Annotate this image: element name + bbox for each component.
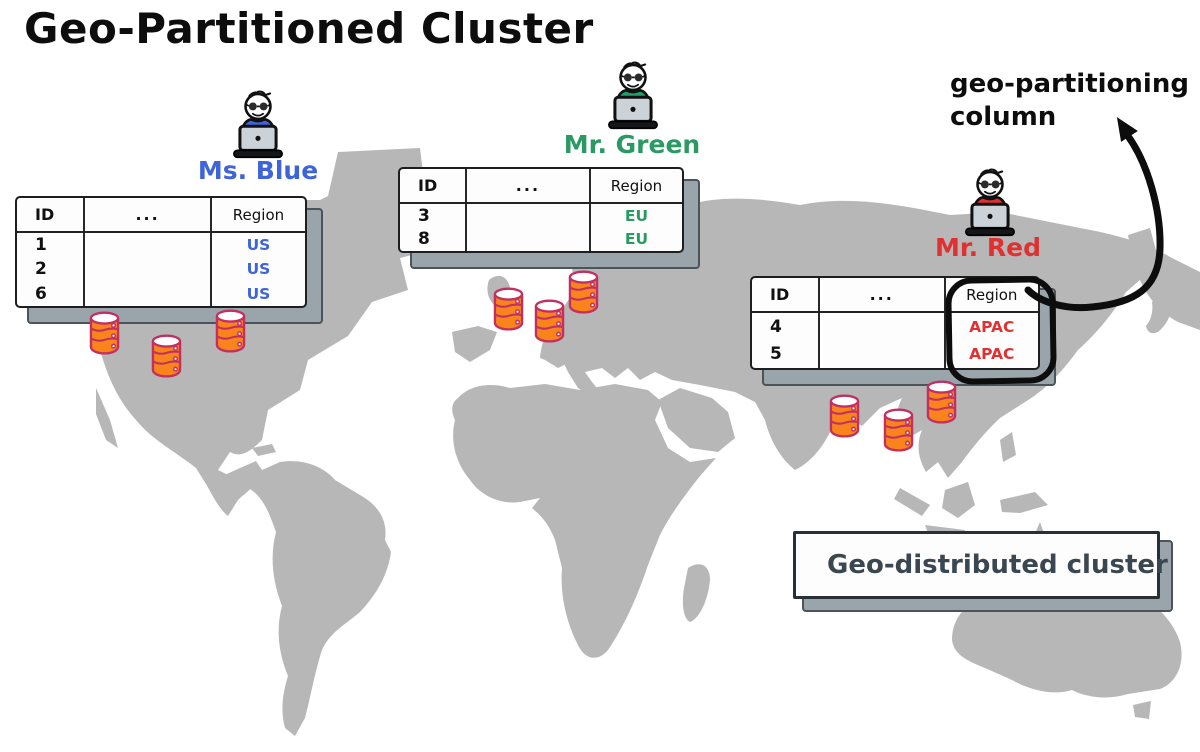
col-header-region: Region [588,169,682,202]
database-icon [880,407,917,454]
col-header-id: ID [418,176,438,195]
cell-mid [817,313,944,341]
cell-region: US [209,281,305,306]
table-us: ID ... Region 1 US 2 US 6 US [15,196,323,324]
table-apac-header: ID ... Region [752,278,1038,313]
cell-region: US [209,233,305,258]
cell-region: EU [588,227,682,251]
table-apac: ID ... Region 4 APAC 5 APAC [750,276,1056,386]
table-row: 5 APAC [752,340,1038,368]
cell-id: 3 [418,205,430,226]
col-header-ellipsis: ... [464,169,589,202]
cell-mid [83,257,210,282]
cell-region: APAC [943,313,1038,341]
col-header-id: ID [770,285,790,304]
database-icon [531,298,568,345]
region-highlight-circle [945,276,1057,385]
table-row: 2 US [17,257,305,282]
table-row: 6 US [17,281,305,306]
person-mr-green [602,61,664,130]
person-mr-red [959,168,1021,237]
cell-mid [817,340,944,368]
table-eu: ID ... Region 3 EU 8 EU [398,167,700,269]
label-ms-blue: Ms. Blue [197,156,319,185]
table-eu-header: ID ... Region [400,169,682,204]
cell-id: 1 [35,235,47,256]
person-ms-blue [227,90,289,159]
col-header-ellipsis: ... [817,278,944,311]
cell-id: 8 [418,229,430,250]
cell-id: 5 [770,344,782,365]
note-line-1: geo-partitioning [950,69,1189,99]
database-icon [212,308,249,355]
cell-id: 2 [35,259,47,280]
note-line-2: column [950,101,1057,132]
cell-id: 4 [770,316,782,337]
legend-label: Geo-distributed cluster [827,550,1168,580]
table-us-header: ID ... Region [17,198,305,233]
page-title: Geo-Partitioned Cluster [24,4,594,53]
database-icon [826,393,863,440]
database-icon [86,310,123,357]
cell-mid [83,233,210,258]
database-icon [923,379,960,426]
legend: Geo-distributed cluster [793,531,1173,612]
database-icon [565,269,602,316]
cell-region: EU [588,204,682,228]
col-header-region: Region [209,198,305,231]
col-header-ellipsis: ... [83,198,210,231]
label-mr-green: Mr. Green [563,130,701,159]
label-mr-red: Mr. Red [935,233,1041,262]
cell-region: APAC [943,340,1038,368]
table-row: 8 EU [400,227,682,251]
table-row: 4 APAC [752,313,1038,341]
cell-mid [464,204,589,228]
geo-partitioning-note: geo-partitioning column [950,68,1189,133]
database-icon [148,333,185,380]
table-row: 3 EU [400,204,682,228]
col-header-region: Region [943,278,1038,311]
cell-id: 6 [35,283,47,304]
cell-mid [464,227,589,251]
cell-region: US [209,257,305,282]
database-icon [490,286,527,333]
table-row: 1 US [17,233,305,258]
cell-mid [83,281,210,306]
col-header-id: ID [35,205,55,224]
